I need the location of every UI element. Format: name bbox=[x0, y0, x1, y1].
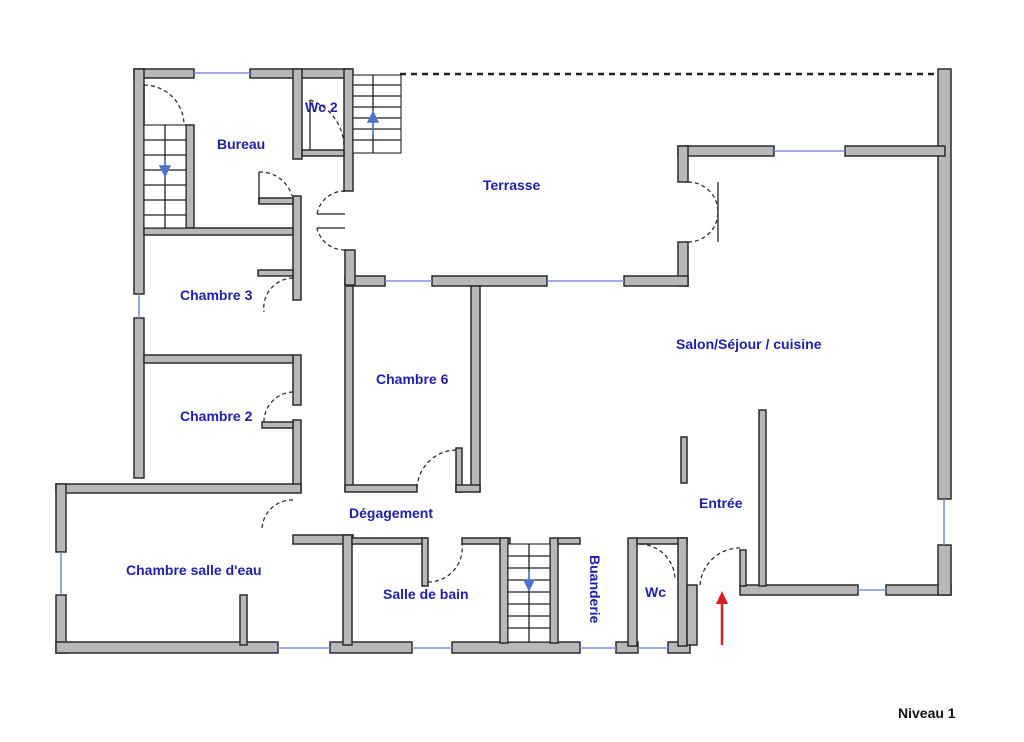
windows bbox=[60, 72, 945, 649]
stairs-terrace bbox=[352, 74, 402, 154]
label-entree: Entrée bbox=[699, 495, 743, 511]
label-salle-de-bain: Salle de bain bbox=[383, 586, 469, 602]
walls bbox=[55, 68, 952, 654]
level-label: Niveau 1 bbox=[898, 705, 956, 721]
label-buanderie: Buanderie bbox=[587, 555, 603, 624]
label-chambre-salle-eau: Chambre salle d'eau bbox=[126, 562, 262, 578]
doors bbox=[143, 84, 741, 586]
stairs-bureau bbox=[143, 124, 187, 229]
label-chambre3: Chambre 3 bbox=[180, 287, 253, 303]
label-salon: Salon/Séjour / cuisine bbox=[676, 336, 822, 352]
stairs-bottom bbox=[507, 543, 551, 643]
label-degagement: Dégagement bbox=[349, 505, 433, 521]
label-bureau: Bureau bbox=[217, 136, 265, 152]
label-wc: Wc bbox=[645, 584, 666, 600]
label-terrasse: Terrasse bbox=[483, 177, 541, 193]
label-chambre6: Chambre 6 bbox=[376, 371, 449, 387]
label-wc2: Wc 2 bbox=[305, 99, 338, 115]
label-chambre2: Chambre 2 bbox=[180, 408, 253, 424]
entry-arrow bbox=[716, 591, 728, 645]
